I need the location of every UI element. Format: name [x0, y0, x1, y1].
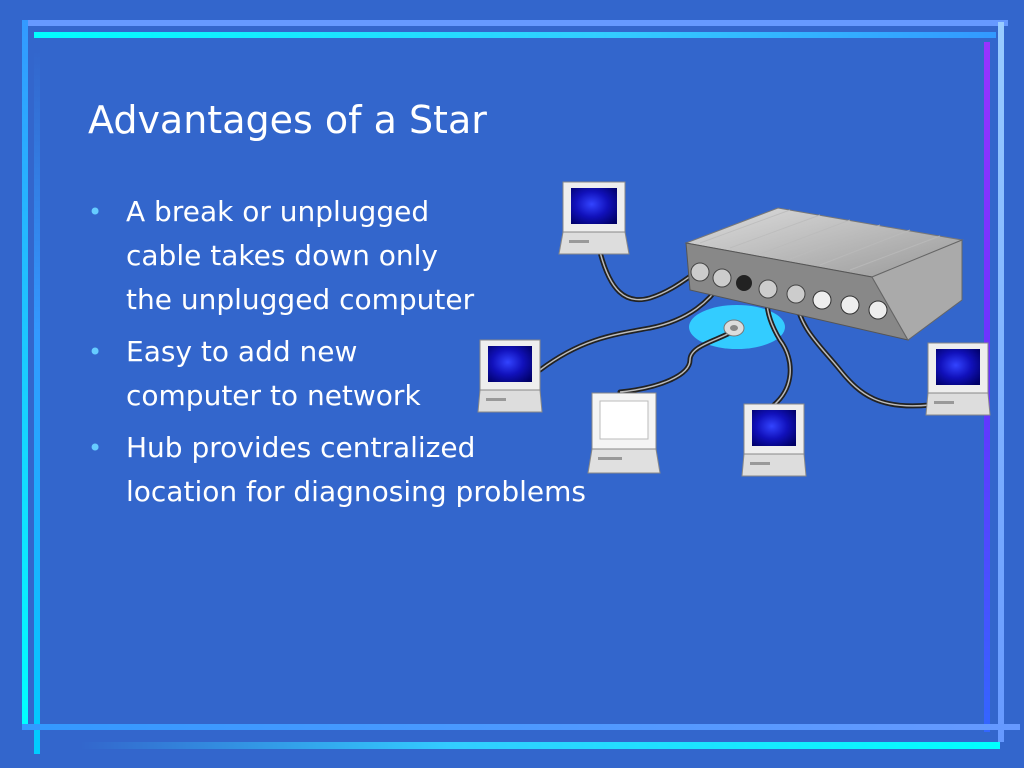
- computer-icon: [558, 181, 630, 255]
- bullet-line: the unplugged computer: [126, 283, 475, 316]
- frame-left-inner-line: [34, 50, 40, 754]
- slide-title: Advantages of a Star: [88, 98, 487, 142]
- bullet-marker: •: [88, 338, 103, 366]
- hub-ports: [690, 262, 888, 320]
- computer-icon: [477, 339, 543, 413]
- frame-right-outer-line: [998, 22, 1004, 742]
- bullet-item: • Hub provides centralized location for …: [88, 426, 586, 514]
- terminator-icon: [723, 319, 745, 337]
- bullet-marker: •: [88, 198, 103, 226]
- frame-top-line: [22, 20, 1008, 26]
- cable: [617, 327, 738, 395]
- bullet-line: Hub provides centralized: [126, 431, 476, 464]
- bullet-line: computer to network: [126, 379, 421, 412]
- frame-bottom-accent-line: [80, 742, 1000, 749]
- network-hub-icon: [684, 207, 964, 341]
- computer-icon: [925, 342, 991, 416]
- bullet-item: • A break or unplugged cable takes down …: [88, 190, 586, 322]
- bullet-list: • A break or unplugged cable takes down …: [88, 190, 586, 514]
- bullet-line: cable takes down only: [126, 239, 438, 272]
- star-network-illustration: [477, 181, 991, 477]
- bullet-line: A break or unplugged: [126, 195, 430, 228]
- cable: [597, 249, 703, 303]
- bullet-line: Easy to add new: [126, 335, 358, 368]
- frame-bottom-line: [22, 724, 1020, 730]
- bullet-marker: •: [88, 434, 103, 462]
- bullet-line: location for diagnosing problems: [126, 475, 586, 508]
- terminal-icon: [587, 392, 661, 474]
- bullet-item: • Easy to add new computer to network: [88, 330, 586, 418]
- frame-left-line: [22, 20, 28, 726]
- computer-icon: [741, 403, 807, 477]
- frame-top-accent-line: [34, 32, 996, 38]
